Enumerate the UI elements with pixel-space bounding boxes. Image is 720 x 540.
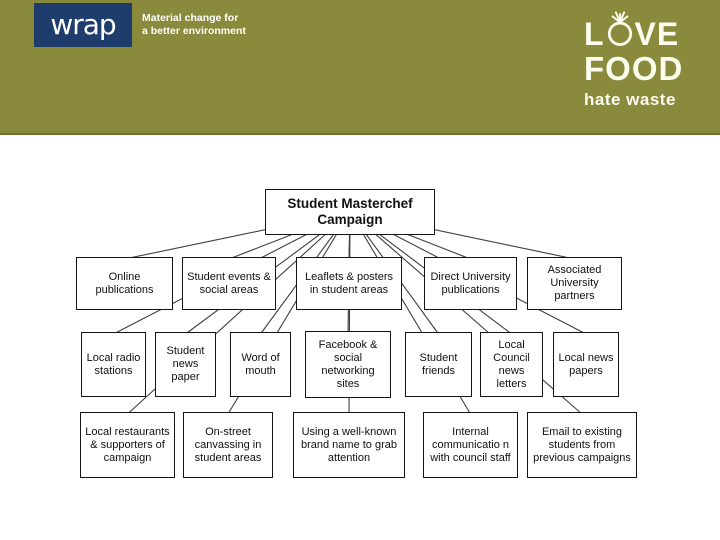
love-letter-l: L bbox=[584, 16, 605, 52]
node-email-to-existing-students: Email to existing students from previous… bbox=[527, 412, 637, 478]
wrap-tagline-line1: Material change for bbox=[142, 12, 239, 24]
node-label-word-of-mouth: Word of mouth bbox=[241, 351, 280, 377]
header-band: wrap Material change for a better enviro… bbox=[0, 0, 720, 135]
tomato-o-icon bbox=[607, 11, 632, 46]
node-label-leaflets-posters-student-areas: Leaflets & posters in student areas bbox=[304, 270, 394, 296]
hate-waste-line: hate waste bbox=[584, 90, 676, 109]
node-student-news-paper: Student news paper bbox=[155, 332, 216, 397]
node-local-council-news-letters: Local Council news letters bbox=[480, 332, 543, 397]
node-label-student-friends: Student friends bbox=[419, 351, 458, 377]
node-label-internal-communication-with-council-staff: Internal communicatio n with council sta… bbox=[430, 425, 511, 464]
node-on-street-canvassing-in-student-areas: On-street canvassing in student areas bbox=[183, 412, 273, 478]
node-label-student-masterchef-campaign: Student Masterchef Campaign bbox=[287, 196, 413, 227]
node-label-on-street-canvassing-in-student-areas: On-street canvassing in student areas bbox=[194, 425, 262, 464]
node-label-direct-university-publications: Direct University publications bbox=[430, 270, 511, 296]
node-online-publications: Online publications bbox=[76, 257, 173, 310]
wrap-tagline-line2: a better environment bbox=[142, 25, 246, 37]
node-label-associated-university-partners: Associated University partners bbox=[547, 264, 602, 302]
node-using-well-known-brand-name: Using a well-known brand name to grab at… bbox=[293, 412, 405, 478]
node-student-friends: Student friends bbox=[405, 332, 472, 397]
node-label-local-news-papers: Local news papers bbox=[558, 351, 614, 377]
node-leaflets-posters-student-areas: Leaflets & posters in student areas bbox=[296, 257, 402, 310]
wrap-tagline: Material change for a better environment bbox=[142, 12, 246, 38]
node-label-local-council-news-letters: Local Council news letters bbox=[493, 338, 530, 390]
node-student-events-social-areas: Student events & social areas bbox=[182, 257, 276, 310]
love-food-hate-waste-logo: L VE FOOD hate waste bbox=[584, 8, 683, 110]
node-label-student-events-social-areas: Student events & social areas bbox=[187, 270, 271, 296]
connector-line-email-to-existing-students bbox=[349, 211, 583, 415]
food-line: FOOD bbox=[584, 50, 684, 87]
node-label-student-news-paper: Student news paper bbox=[166, 345, 205, 383]
node-label-local-radio-stations: Local radio stations bbox=[86, 351, 141, 377]
node-word-of-mouth: Word of mouth bbox=[230, 332, 291, 397]
love-letters-ve: VE bbox=[634, 16, 680, 52]
node-facebook-social-networking-sites: Facebook & social networking sites bbox=[305, 331, 391, 398]
node-direct-university-publications: Direct University publications bbox=[424, 257, 517, 310]
node-local-restaurants-supporters-of-campaign: Local restaurants & supporters of campai… bbox=[80, 412, 175, 478]
node-associated-university-partners: Associated University partners bbox=[527, 257, 622, 310]
love-line: L VE bbox=[584, 8, 683, 50]
wrap-logo-text: wrap bbox=[50, 8, 116, 41]
node-student-masterchef-campaign: Student Masterchef Campaign bbox=[265, 189, 435, 235]
node-label-using-well-known-brand-name: Using a well-known brand name to grab at… bbox=[300, 425, 397, 464]
node-local-radio-stations: Local radio stations bbox=[81, 332, 146, 397]
node-label-email-to-existing-students: Email to existing students from previous… bbox=[533, 425, 631, 464]
node-local-news-papers: Local news papers bbox=[553, 332, 619, 397]
node-label-facebook-social-networking-sites: Facebook & social networking sites bbox=[318, 338, 378, 390]
node-internal-communication-with-council-staff: Internal communicatio n with council sta… bbox=[423, 412, 518, 478]
node-label-local-restaurants-supporters-of-campaign: Local restaurants & supporters of campai… bbox=[85, 425, 170, 464]
node-label-online-publications: Online publications bbox=[95, 270, 154, 296]
wrap-logo: wrap bbox=[34, 3, 132, 47]
